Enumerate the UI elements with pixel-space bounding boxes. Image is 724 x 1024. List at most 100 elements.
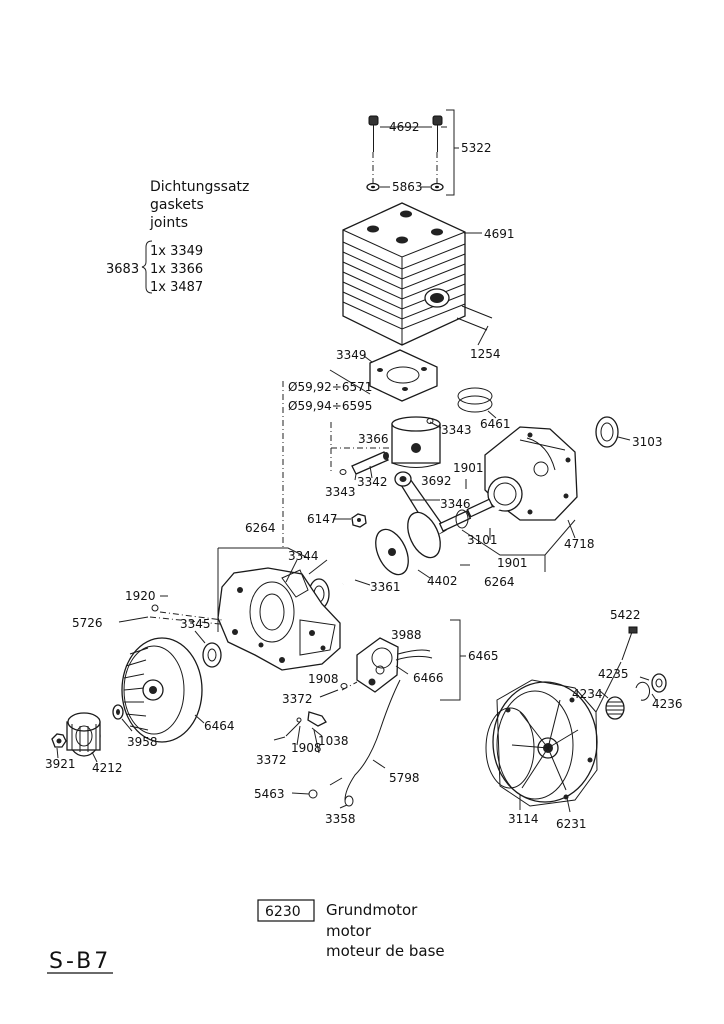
bore-size-1: Ø59,92÷6571	[288, 380, 372, 394]
gasket-kit-number: 3683	[106, 262, 139, 277]
spark-plug-connector	[344, 679, 401, 807]
part-label: 3343	[441, 423, 472, 437]
part-label: 4718	[564, 537, 595, 551]
part-labels: 4692 5322 5863 4691 1254 3349 6461 3103 …	[45, 120, 683, 831]
circlips	[339, 418, 434, 475]
part-label: 3366	[358, 432, 389, 446]
cylinder	[342, 202, 482, 346]
part-label: 3349	[336, 348, 367, 362]
legend-title-fr: moteur de base	[326, 942, 445, 960]
part-label: 6264	[484, 575, 515, 589]
legend-number-box	[257, 899, 315, 922]
legend-number: 6230	[265, 904, 301, 920]
legend: 6230 Grundmotor motor moteur de base	[257, 899, 445, 960]
part-label: 4691	[484, 227, 515, 241]
flywheel	[121, 637, 205, 743]
part-label: 6231	[556, 817, 587, 831]
cable-clamp	[285, 711, 327, 737]
part-label: 4235	[598, 667, 629, 681]
part-label: 3372	[256, 753, 287, 767]
screw-5726	[118, 604, 223, 625]
part-label: 1038	[318, 734, 349, 748]
part-label: 1908	[308, 672, 339, 686]
part-label: 5863	[392, 180, 423, 194]
gasket-title-en: gaskets	[150, 197, 204, 213]
part-label: 5422	[610, 608, 641, 622]
part-label: 3988	[391, 628, 422, 642]
callout-3344	[308, 559, 328, 575]
gasket-title-de: Dichtungssatz	[150, 179, 249, 195]
crankshaft	[342, 498, 501, 587]
sheet-code: S-B7	[47, 949, 113, 974]
part-label: 5322	[461, 141, 492, 155]
part-label: 4692	[389, 120, 420, 134]
crank-bearing-right	[455, 509, 469, 529]
part-label: 3692	[421, 474, 452, 488]
connecting-rod	[394, 471, 447, 539]
ignition-coil	[356, 619, 466, 701]
part-label: 3921	[45, 757, 76, 771]
crankshaft-seal-left	[194, 630, 222, 668]
part-label: 4402	[427, 574, 458, 588]
starter-screw	[595, 626, 638, 713]
dowel-pins	[465, 479, 491, 540]
sheet-code-text: S-B7	[49, 949, 111, 974]
part-label: 4234	[572, 687, 603, 701]
part-label: 1908	[291, 741, 322, 755]
crankshaft-seal-right	[595, 416, 631, 448]
gasket-title-fr: joints	[149, 215, 188, 231]
part-label: 3345	[180, 617, 211, 631]
part-label: 3358	[325, 812, 356, 826]
part-label: 3342	[357, 475, 388, 489]
gasket-kit-note: Dichtungssatz gaskets joints 3683 1x 334…	[106, 179, 249, 295]
piston	[330, 416, 441, 474]
crankcase-left-half	[217, 547, 341, 671]
part-label: 3343	[325, 485, 356, 499]
washer-3958	[112, 704, 133, 732]
starter-housing	[485, 679, 598, 813]
bore-size-note: Ø59,92÷6571 Ø59,94÷6595	[288, 380, 372, 413]
part-label: 5726	[72, 616, 103, 630]
part-label: 5798	[389, 771, 420, 785]
part-label: 1920	[125, 589, 156, 603]
starter-hub	[66, 712, 101, 763]
part-label: 3344	[288, 549, 319, 563]
starter-spring-parts	[605, 673, 667, 720]
spacer-6147	[333, 513, 367, 528]
part-label: 6264	[245, 521, 276, 535]
legend-title-de: Grundmotor	[326, 901, 418, 919]
nut-3921	[51, 733, 67, 759]
gasket-item-1: 1x 3349	[150, 244, 203, 259]
part-label: 6147	[307, 512, 338, 526]
coil-screws	[319, 681, 358, 698]
part-label: 6461	[480, 417, 511, 431]
exhaust-studs	[456, 305, 493, 346]
cylinder-bolts	[368, 109, 459, 196]
part-label: 1254	[470, 347, 501, 361]
part-label: 6465	[468, 649, 499, 663]
part-label: 1901	[453, 461, 484, 475]
callout-lines	[160, 126, 657, 809]
part-label: 6466	[413, 671, 444, 685]
bore-size-2: Ø59,94÷6595	[288, 399, 372, 413]
part-label: 3101	[467, 533, 498, 547]
part-label: 5463	[254, 787, 285, 801]
part-label: 3103	[632, 435, 663, 449]
legend-title-en: motor	[326, 922, 372, 940]
screw-5798	[308, 759, 386, 799]
piston-pin	[351, 451, 389, 475]
crankcase-right-half	[484, 426, 578, 539]
part-label: 1901	[497, 556, 528, 570]
axis-line-gasket	[329, 369, 371, 395]
cylinder-washers	[366, 182, 444, 192]
part-label: 3361	[370, 580, 401, 594]
piston-rings	[457, 387, 497, 419]
part-label: 3958	[127, 735, 158, 749]
gasket-item-2: 1x 3366	[150, 262, 203, 277]
part-label: 4212	[92, 761, 123, 775]
part-label: 4236	[652, 697, 683, 711]
part-label: 3346	[440, 497, 471, 511]
part-label: 3114	[508, 812, 539, 826]
part-label: 6464	[204, 719, 235, 733]
